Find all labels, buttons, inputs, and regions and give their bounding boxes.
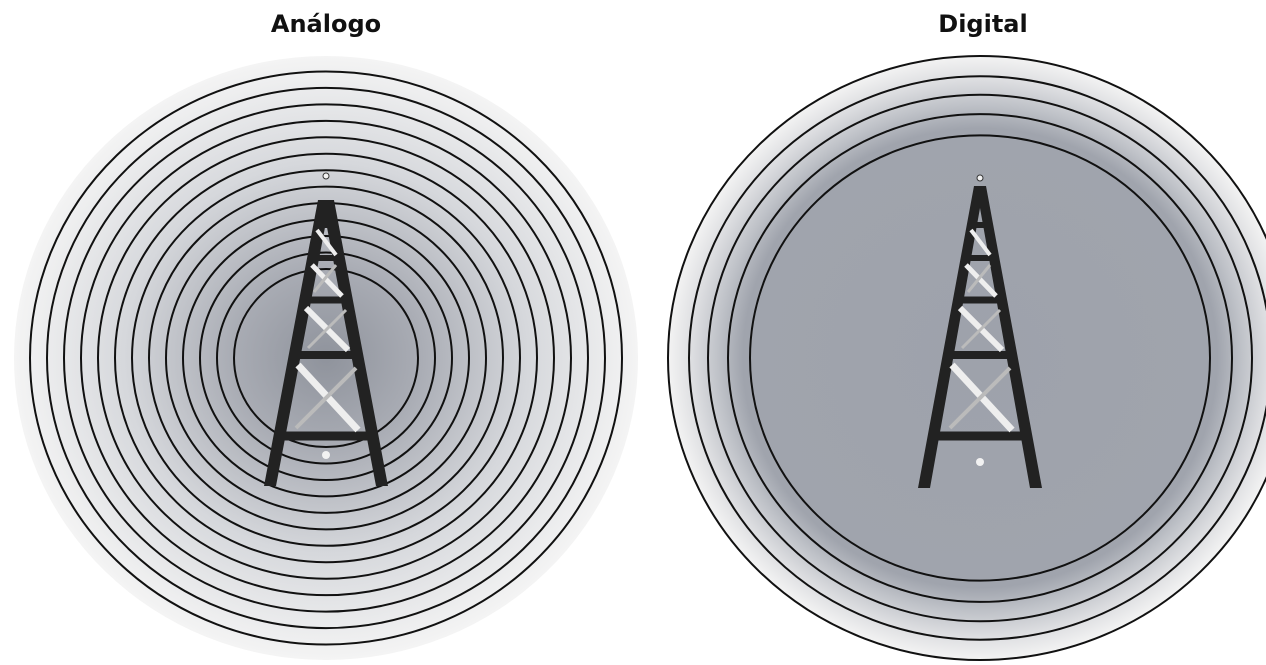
signal-diagram (0, 0, 1266, 665)
